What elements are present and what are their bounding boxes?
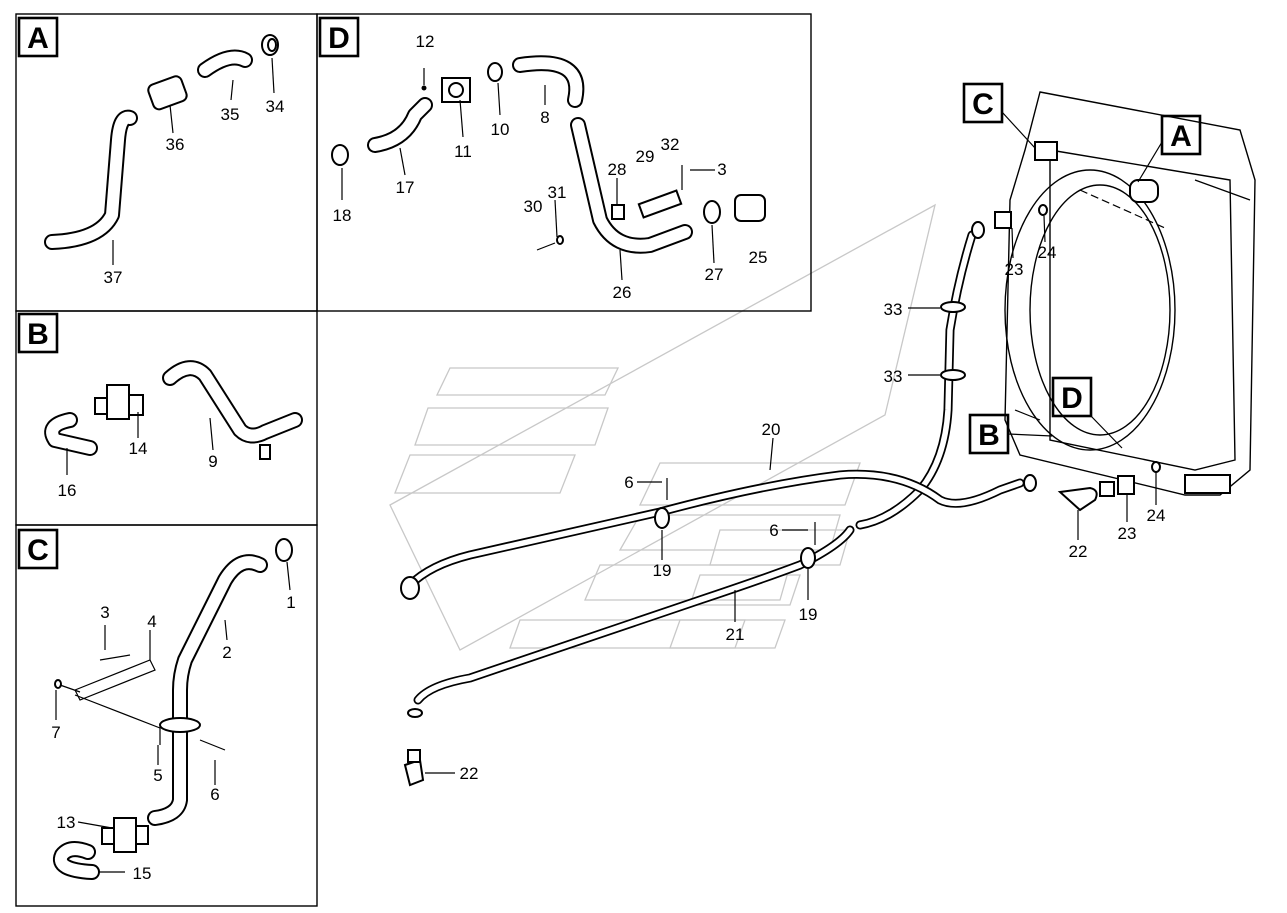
- panel-d-letter: D: [328, 22, 350, 55]
- washer-31: [556, 235, 564, 245]
- radiator: [1004, 91, 1256, 496]
- label-19-left: 19: [653, 561, 672, 580]
- bracket-29: [637, 189, 683, 219]
- panel-a-letter: A: [27, 22, 49, 55]
- callout-d-box: [1051, 376, 1093, 418]
- washer-24-top: [1038, 204, 1048, 216]
- clip-33-upper: [940, 301, 966, 313]
- label-7: 7: [51, 723, 60, 742]
- panel-c-frame: [15, 524, 318, 907]
- label-27: 27: [705, 265, 724, 284]
- main-assembly: C A D B: [400, 82, 1256, 787]
- label-24-top: 24: [1038, 243, 1057, 262]
- panel-b-letter: B: [27, 318, 49, 351]
- callout-a: A: [1170, 120, 1192, 153]
- clip-5: [159, 717, 201, 733]
- label-1: 1: [286, 593, 295, 612]
- callout-d: D: [1061, 382, 1083, 415]
- label-15: 15: [133, 864, 152, 883]
- label-3-d: 3: [717, 160, 726, 179]
- washer-7: [54, 679, 62, 689]
- label-13: 13: [57, 813, 76, 832]
- label-17: 17: [396, 178, 415, 197]
- label-14: 14: [129, 439, 148, 458]
- label-33-upper: 33: [884, 300, 903, 319]
- label-6-c: 6: [210, 785, 219, 804]
- clip-33-lower: [940, 369, 966, 381]
- elbow-22-bottom: [403, 758, 425, 787]
- pipe-2: [147, 554, 268, 826]
- fitting-13: [101, 827, 115, 845]
- panel-b: B 14 9 16: [17, 312, 303, 500]
- label-33-lower: 33: [884, 367, 903, 386]
- panel-d: D: [318, 16, 768, 302]
- label-36: 36: [166, 135, 185, 154]
- label-12: 12: [416, 32, 435, 51]
- fitting-14: [94, 397, 108, 415]
- clamp-27: [703, 200, 721, 224]
- label-24-right: 24: [1147, 506, 1166, 525]
- label-21: 21: [726, 625, 745, 644]
- panel-d-frame: [316, 13, 812, 312]
- clamp-10: [487, 62, 503, 82]
- panel-b-letter-box: [17, 312, 59, 354]
- label-31: 31: [548, 183, 567, 202]
- panel-c-letter: C: [27, 534, 49, 567]
- label-26: 26: [613, 283, 632, 302]
- label-29: 29: [636, 147, 655, 166]
- label-5: 5: [153, 766, 162, 785]
- label-18: 18: [333, 206, 352, 225]
- label-6-right: 6: [769, 521, 778, 540]
- label-19-right: 19: [799, 605, 818, 624]
- label-4: 4: [147, 612, 156, 631]
- panel-c-letter-box: [17, 528, 59, 570]
- label-3-c: 3: [100, 603, 109, 622]
- label-30: 30: [524, 197, 543, 216]
- label-34: 34: [266, 97, 285, 116]
- elbow-22-right: [1057, 486, 1098, 512]
- fitting-23-right: [1117, 475, 1135, 495]
- label-20: 20: [762, 420, 781, 439]
- label-37: 37: [104, 268, 123, 287]
- label-28: 28: [608, 160, 627, 179]
- label-6-left: 6: [624, 473, 633, 492]
- label-23-top: 23: [1005, 260, 1024, 279]
- label-16: 16: [58, 481, 77, 500]
- panel-a: A 34 35 36 37: [17, 16, 285, 287]
- label-8: 8: [540, 108, 549, 127]
- clamp-18: [331, 144, 349, 166]
- clip-19-left: [654, 507, 670, 529]
- label-9: 9: [208, 452, 217, 471]
- label-35: 35: [221, 105, 240, 124]
- label-10: 10: [491, 120, 510, 139]
- callout-a-box: [1160, 114, 1202, 156]
- volvo-logo-watermark: [389, 203, 936, 651]
- label-25: 25: [749, 248, 768, 267]
- clip-19-right: [800, 547, 816, 569]
- label-23-right: 23: [1118, 524, 1137, 543]
- panel-d-letter-box: [318, 16, 360, 58]
- clamp-1: [275, 538, 293, 562]
- label-22-bottom: 22: [460, 764, 479, 783]
- label-2: 2: [222, 643, 231, 662]
- label-11: 11: [454, 142, 472, 161]
- panel-a-letter-box: [17, 16, 59, 58]
- callout-c: C: [972, 88, 994, 121]
- label-32: 32: [661, 135, 680, 154]
- panel-c: C 1 2 3 4 7 5: [17, 528, 296, 883]
- sleeve-36: [147, 75, 188, 111]
- fitting-23-top: [994, 211, 1012, 229]
- label-22-right: 22: [1069, 542, 1088, 561]
- bracket-28: [611, 204, 625, 220]
- washer-24-right: [1151, 461, 1161, 473]
- callout-c-box: [962, 82, 1004, 124]
- sleeve-25: [734, 194, 766, 222]
- bracket-4: [74, 659, 156, 701]
- callout-b: B: [978, 419, 1000, 452]
